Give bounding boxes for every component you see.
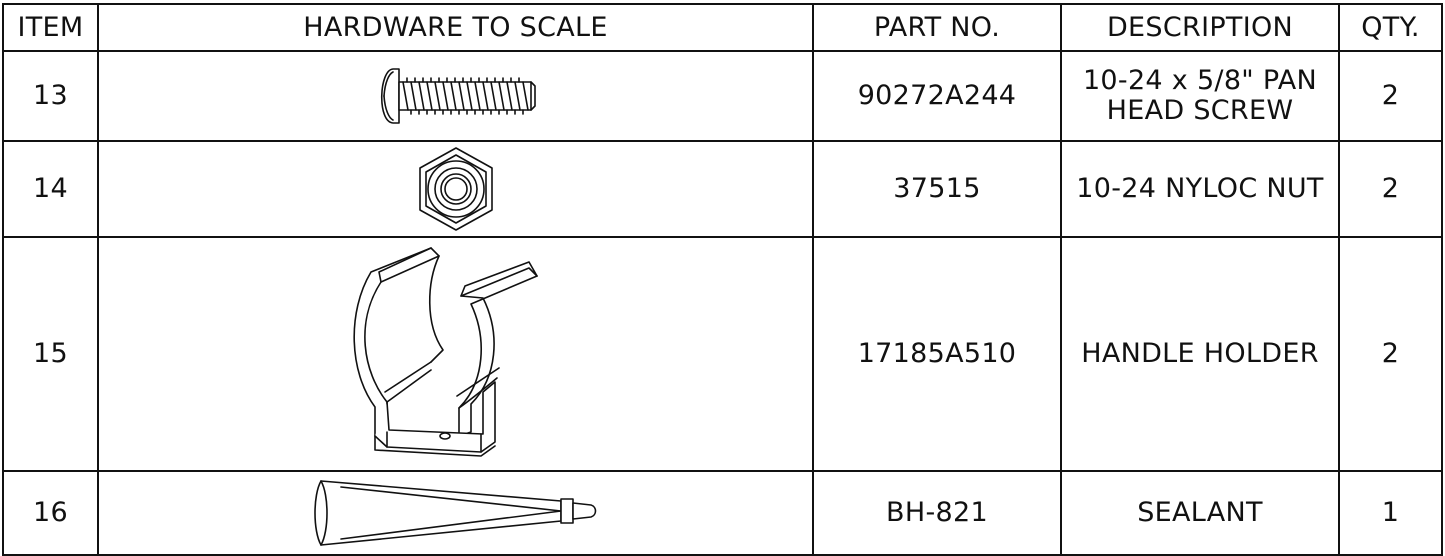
part-number: BH-821 — [812, 470, 1062, 556]
table-row: 16 BH-821 SEALANT 1 — [2, 470, 1443, 556]
quantity: 2 — [1338, 236, 1443, 472]
item-number: 16 — [2, 470, 99, 556]
description-line: HEAD SCREW — [1106, 95, 1294, 126]
part-number: 90272A244 — [812, 50, 1062, 142]
description-line: 10-24 x 5/8" PAN — [1082, 65, 1318, 96]
description: HANDLE HOLDER — [1060, 236, 1340, 472]
table-row: 15 — [2, 236, 1443, 472]
description: 10-24 NYLOC NUT — [1060, 140, 1340, 238]
pan-head-screw-icon — [380, 68, 536, 124]
description: SEALANT — [1060, 470, 1340, 556]
item-number: 15 — [2, 236, 99, 472]
item-number: 14 — [2, 140, 99, 238]
header-qty: QTY. — [1338, 3, 1443, 52]
handle-holder-clip-icon — [352, 247, 538, 457]
header-row: ITEM HARDWARE TO SCALE PART NO. DESCRIPT… — [2, 3, 1443, 52]
header-item: ITEM — [2, 3, 99, 52]
header-part-no: PART NO. — [812, 3, 1062, 52]
hardware-drawing-cell — [97, 470, 814, 556]
header-description: DESCRIPTION — [1060, 3, 1340, 52]
description-line: 10-24 NYLOC NUT — [1076, 173, 1324, 204]
sealant-tube-icon — [313, 480, 596, 546]
table-row: 14 37515 10-24 NYLOC NUT 2 — [2, 140, 1443, 238]
bill-of-materials-table: ITEM HARDWARE TO SCALE PART NO. DESCRIPT… — [2, 3, 1443, 556]
description-line: HANDLE HOLDER — [1081, 338, 1319, 369]
item-number: 13 — [2, 50, 99, 142]
part-number: 37515 — [812, 140, 1062, 238]
hardware-drawing-cell — [97, 140, 814, 238]
header-hardware-to-scale: HARDWARE TO SCALE — [97, 3, 814, 52]
table-row: 13 90272A244 10-24 x 5/8" PAN — [2, 50, 1443, 142]
quantity: 2 — [1338, 140, 1443, 238]
part-number: 17185A510 — [812, 236, 1062, 472]
quantity: 2 — [1338, 50, 1443, 142]
description-line: SEALANT — [1137, 497, 1263, 528]
nyloc-nut-icon — [418, 147, 493, 231]
description: 10-24 x 5/8" PAN HEAD SCREW — [1060, 50, 1340, 142]
quantity: 1 — [1338, 470, 1443, 556]
hardware-drawing-cell — [97, 50, 814, 142]
hardware-drawing-cell — [97, 236, 814, 472]
